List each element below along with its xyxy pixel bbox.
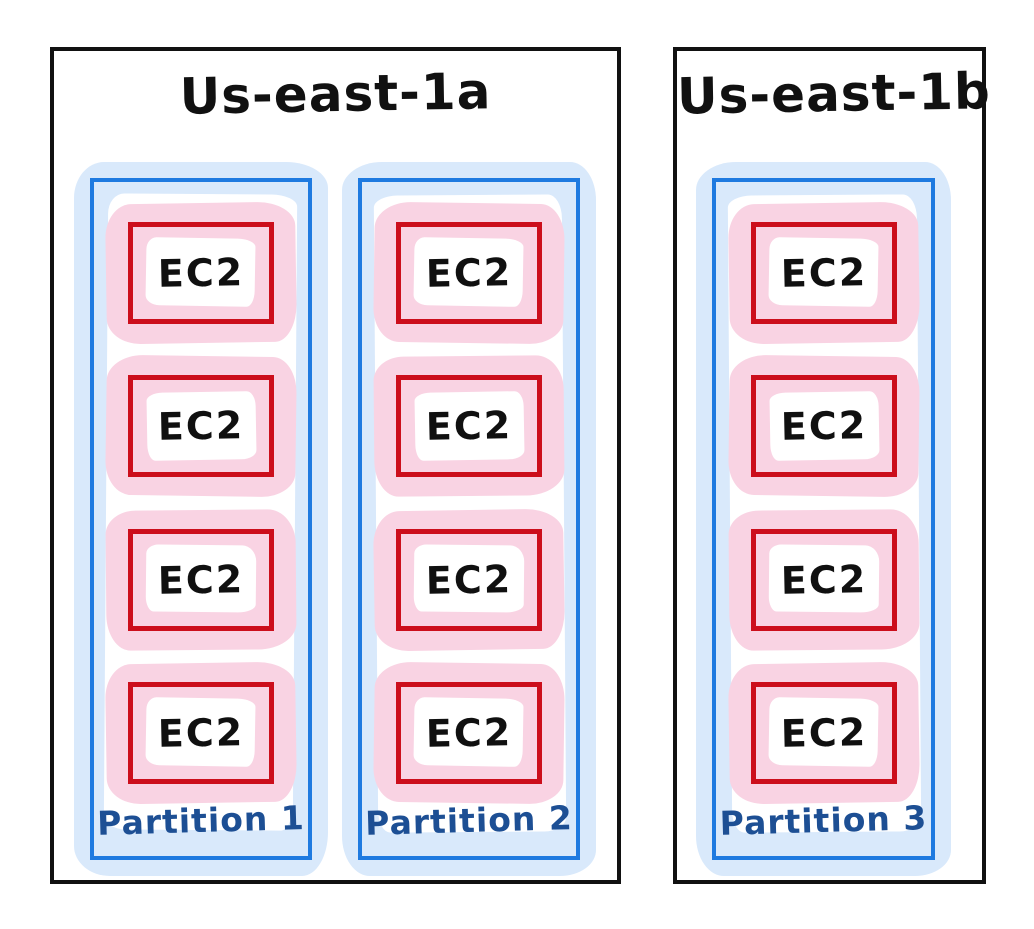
ec2-border-box: EC2 xyxy=(750,375,897,478)
ec2-border-box: EC2 xyxy=(128,222,274,324)
ec2-instance: EC2 xyxy=(104,661,298,805)
ec2-instance: EC2 xyxy=(727,508,920,651)
ec2-label: EC2 xyxy=(157,710,245,756)
partition-label: Partition 3 xyxy=(719,798,928,843)
ec2-label: EC2 xyxy=(157,250,245,296)
ec2-label: EC2 xyxy=(425,556,513,603)
ec2-border-box: EC2 xyxy=(128,681,274,784)
ec2-instance: EC2 xyxy=(373,355,565,498)
ec2-border-box: EC2 xyxy=(128,528,274,631)
ec2-border-box: EC2 xyxy=(128,375,274,478)
partition-label: Partition 1 xyxy=(96,798,306,843)
availability-zone-title: Us-east-1b xyxy=(676,62,992,126)
ec2-instance: EC2 xyxy=(105,508,297,651)
ec2-instance: EC2 xyxy=(104,201,298,345)
ec2-label: EC2 xyxy=(157,556,245,603)
ec2-label: EC2 xyxy=(779,250,868,296)
ec2-border-box: EC2 xyxy=(396,528,542,631)
ec2-instance: EC2 xyxy=(727,661,920,805)
ec2-instance: EC2 xyxy=(372,508,566,652)
ec2-instance: EC2 xyxy=(105,355,297,498)
ec2-instance: EC2 xyxy=(727,201,920,345)
ec2-border-box: EC2 xyxy=(750,528,897,631)
ec2-instance: EC2 xyxy=(373,201,565,345)
ec2-instance: EC2 xyxy=(727,355,920,498)
ec2-label: EC2 xyxy=(157,403,245,450)
ec2-border-box: EC2 xyxy=(750,681,897,784)
ec2-border-box: EC2 xyxy=(750,222,897,324)
ec2-label: EC2 xyxy=(425,403,513,450)
availability-zone-title: Us-east-1a xyxy=(179,62,492,126)
ec2-border-box: EC2 xyxy=(396,222,542,324)
ec2-label: EC2 xyxy=(779,710,868,756)
ec2-label: EC2 xyxy=(425,250,513,296)
ec2-label: EC2 xyxy=(425,710,513,756)
ec2-label: EC2 xyxy=(779,403,868,450)
ec2-border-box: EC2 xyxy=(396,375,542,478)
ec2-instance: EC2 xyxy=(373,661,565,805)
ec2-border-box: EC2 xyxy=(396,681,542,784)
ec2-label: EC2 xyxy=(779,556,868,603)
partition-label: Partition 2 xyxy=(364,798,574,843)
